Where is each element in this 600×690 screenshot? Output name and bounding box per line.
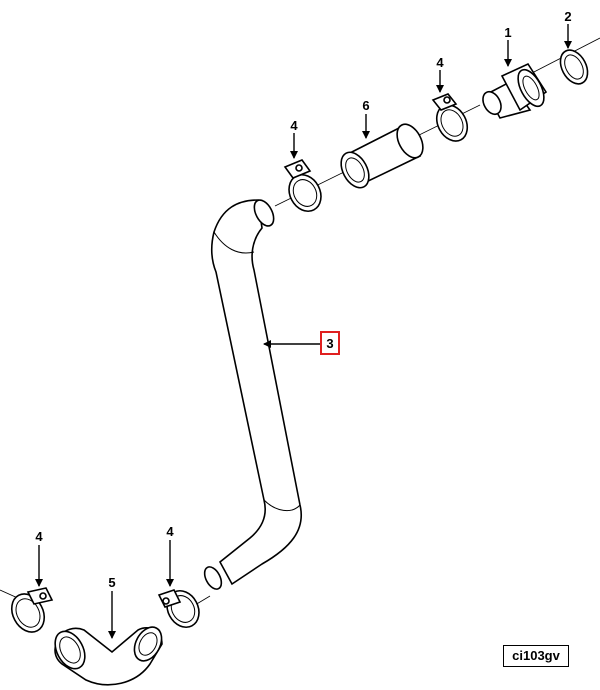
callout-3-highlight-box[interactable] — [320, 331, 340, 355]
fitting-adapter-icon — [482, 62, 548, 119]
callout-4-left: 4 — [35, 529, 43, 544]
hose-clamp-icon — [283, 159, 322, 212]
callout-4-right: 4 — [166, 524, 174, 539]
hose-icon — [203, 199, 302, 590]
o-ring-icon — [559, 49, 589, 85]
elbow-hose-icon — [54, 626, 163, 686]
callout-6: 6 — [362, 98, 369, 113]
hose-coupler-icon — [340, 123, 424, 189]
callout-4-top: 4 — [436, 55, 444, 70]
callout-4-mid: 4 — [290, 118, 298, 133]
callout-5: 5 — [108, 575, 115, 590]
callout-3: 3 — [326, 336, 333, 351]
hose-clamp-icon — [431, 93, 469, 142]
callout-2: 2 — [564, 9, 571, 24]
hose-clamp-icon — [10, 587, 54, 633]
reference-code-label: ci103gv — [503, 645, 569, 667]
hose-clamp-icon — [157, 589, 200, 628]
callout-1: 1 — [504, 25, 511, 40]
